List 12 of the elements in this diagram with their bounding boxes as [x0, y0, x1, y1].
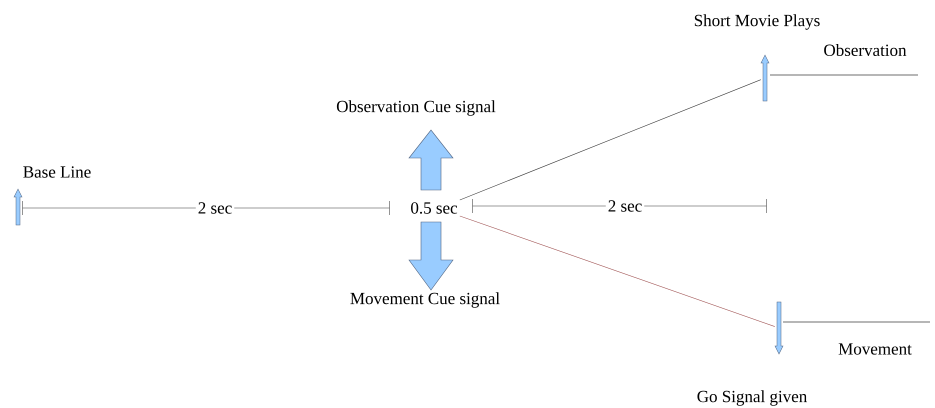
cue-label: Movement Cue signal	[350, 292, 500, 308]
branch-label: Movement	[838, 343, 912, 355]
marker-label: Short Movie Plays	[694, 14, 820, 30]
cue-label: Observation Cue signal	[336, 100, 496, 116]
dimension-label: 2 sec	[196, 200, 234, 216]
branch-label: Observation	[824, 44, 906, 56]
connector-line	[460, 216, 776, 327]
marker-label: Base Line	[23, 166, 91, 178]
marker-label: Go Signal given	[697, 390, 807, 406]
dimension-label: 2 sec	[606, 198, 644, 214]
interval-label: 0.5 sec	[408, 200, 460, 216]
connector-line	[460, 79, 762, 200]
